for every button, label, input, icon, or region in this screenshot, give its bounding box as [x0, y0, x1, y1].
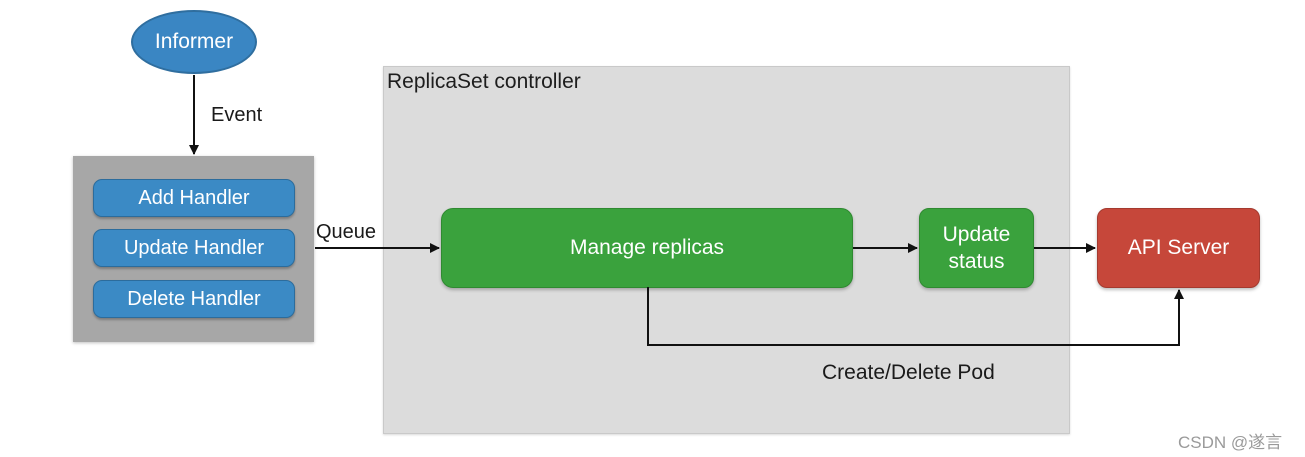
api-server-label: API Server	[1127, 236, 1230, 259]
add-handler-node: Add Handler	[93, 179, 295, 217]
manage-replicas-label: Manage replicas	[569, 236, 725, 259]
add-handler-label: Add Handler	[138, 186, 250, 209]
api-server-node: API Server	[1097, 208, 1260, 288]
update-handler-node: Update Handler	[93, 229, 295, 267]
informer-node: Informer	[131, 10, 257, 74]
queue-label: Queue	[316, 221, 377, 243]
update-status-node: Update status	[919, 208, 1034, 288]
event-label: Event	[211, 104, 263, 126]
informer-label: Informer	[154, 30, 234, 53]
controller-title: ReplicaSet controller	[387, 70, 581, 93]
manage-replicas-node: Manage replicas	[441, 208, 853, 288]
create-delete-pod-label: Create/Delete Pod	[822, 361, 995, 384]
update-status-label: Update status	[942, 223, 1011, 273]
watermark: CSDN @遂言	[1178, 433, 1283, 452]
delete-handler-node: Delete Handler	[93, 280, 295, 318]
delete-handler-label: Delete Handler	[127, 287, 261, 310]
update-handler-label: Update Handler	[123, 236, 265, 259]
